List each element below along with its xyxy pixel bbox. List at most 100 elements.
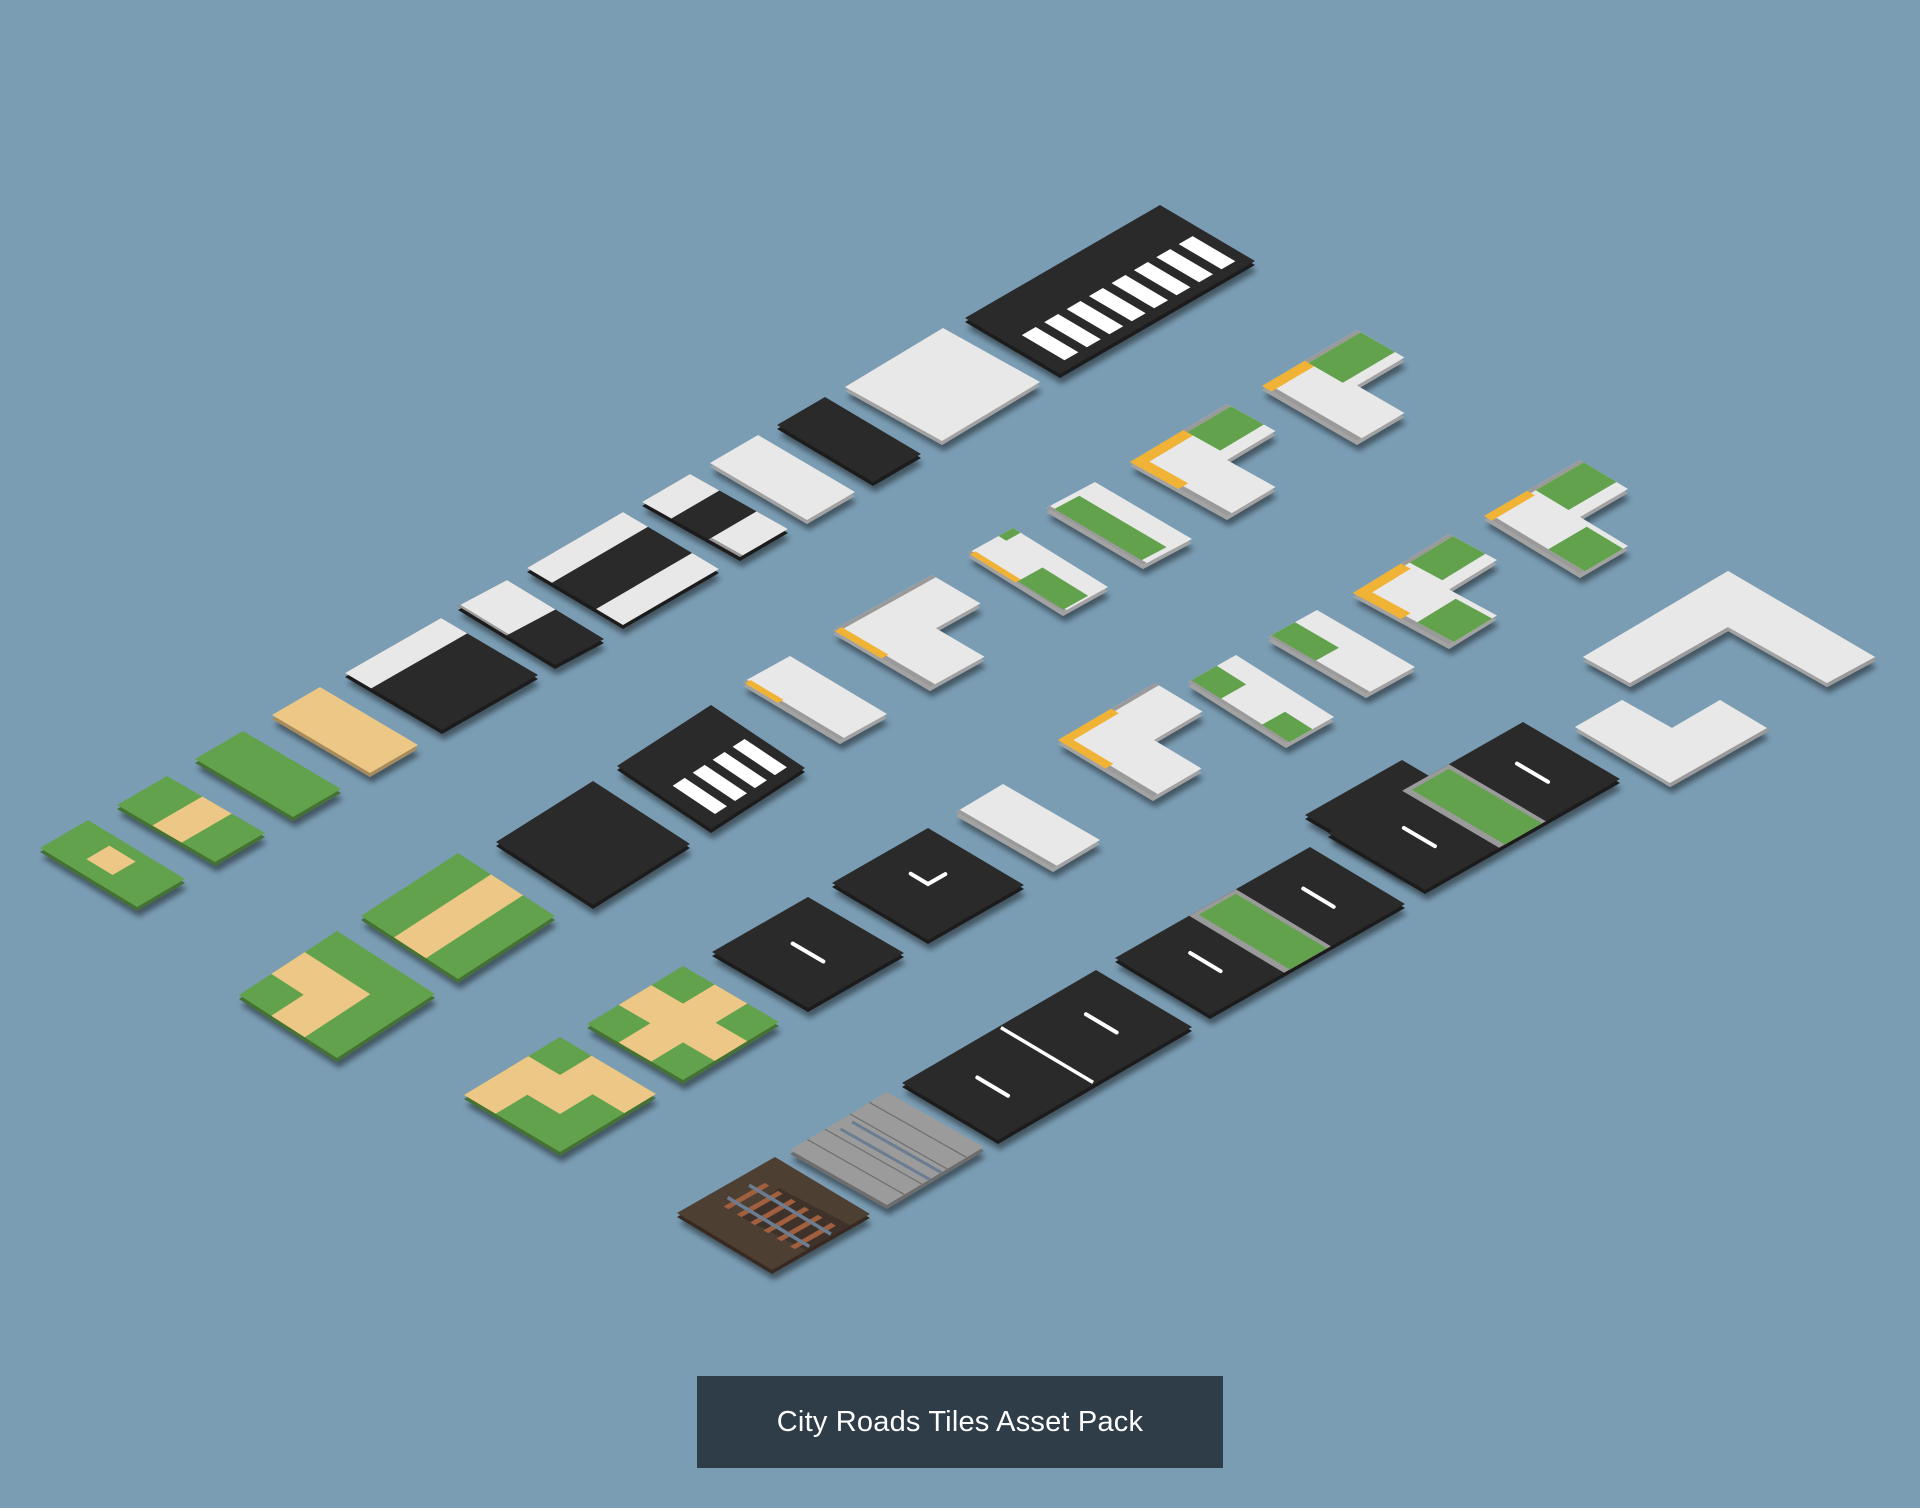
- grass-sand-endcap-tile: [40, 820, 185, 911]
- road-lane-divider-tile: [902, 970, 1192, 1144]
- curb_yellow-region: [1353, 563, 1411, 599]
- lane-divider: [1000, 1026, 1094, 1084]
- sidewalk-grass-patch-tile: [1268, 610, 1415, 698]
- curb-region: [708, 537, 744, 557]
- grass-region: [1535, 462, 1617, 510]
- crosswalk-stripe: [712, 752, 767, 789]
- sand-region: [394, 874, 523, 959]
- grass-region: [1261, 711, 1313, 743]
- sidewalk-region: [642, 474, 720, 519]
- crosswalk-stripe: [1066, 301, 1124, 335]
- sidewalk-road-half-tile: [458, 580, 604, 669]
- sand-region: [618, 984, 748, 1062]
- grass-region: [1191, 665, 1247, 699]
- curb_yellow-region: [1353, 587, 1411, 619]
- rail: [748, 1183, 832, 1236]
- crosswalk-stripe: [672, 777, 727, 814]
- grass-region: [1308, 332, 1395, 383]
- sidewalk-corner-yellow-grass-tile: [1130, 404, 1276, 520]
- curb-region: [1268, 634, 1370, 694]
- rail-crossing-platform-tile: [790, 1092, 984, 1209]
- sand-region: [152, 796, 232, 843]
- sand-tile-small: [272, 687, 418, 777]
- sidewalk-curb-tile: [956, 784, 1100, 872]
- road-median-tile-1: [1115, 847, 1405, 1019]
- lane-dash: [1083, 1012, 1119, 1035]
- grass-region: [1411, 768, 1542, 845]
- curb-region: [1484, 513, 1585, 574]
- curb_yellow-region: [969, 551, 1021, 583]
- curb-region: [956, 809, 1057, 868]
- road-two-sidewalks-tile: [527, 512, 719, 629]
- sidewalk-l-large: [1583, 571, 1876, 687]
- sidewalk-region: [345, 618, 468, 689]
- sidewalk-yellow-corner-tile: [1058, 683, 1203, 801]
- crosswalk-stripe: [1178, 236, 1236, 270]
- sidewalk-tjunction-yellow-grass-tile: [1353, 534, 1497, 649]
- curb_yellow-region: [1058, 708, 1119, 745]
- grass-region: [1417, 598, 1493, 642]
- lane-dash: [1301, 886, 1336, 909]
- curb-region: [1046, 505, 1147, 565]
- curb-region: [1262, 383, 1362, 441]
- curb_yellow-region: [1130, 430, 1193, 468]
- grass-region: [1271, 622, 1339, 661]
- grass-sand-tjunction-tile: [464, 1037, 656, 1156]
- sidewalk-grass-strip-tile: [1046, 482, 1192, 569]
- sidewalk-yellow-grass-tile: [968, 528, 1108, 616]
- rail: [839, 1127, 931, 1181]
- sidewalk-yellow-curb-tile: [743, 656, 887, 744]
- sidewalk-tile-small: [710, 435, 855, 524]
- crosswalk-stripe: [1133, 262, 1191, 296]
- curb-region: [833, 575, 936, 633]
- rail: [726, 1195, 811, 1248]
- sidewalk-tjunction-grass-tile: [1484, 460, 1628, 578]
- grass-region: [1187, 406, 1264, 451]
- road-sidewalk-edge-tile: [345, 618, 538, 734]
- rail: [851, 1120, 943, 1174]
- crosswalk-tile-large: [965, 205, 1255, 378]
- grass-region: [1548, 526, 1624, 572]
- sand-region: [464, 1055, 656, 1114]
- sidewalk-corner-top-tile: [1262, 330, 1405, 445]
- sidewalk-region: [527, 512, 648, 583]
- road-center-dash-tile: [712, 897, 904, 1012]
- grass-region: [1409, 536, 1486, 581]
- grass-sand-cross-tile: [587, 966, 779, 1084]
- sidewalk-tile-large: [845, 328, 1040, 445]
- sidewalk-l-small: [1575, 700, 1769, 787]
- crosswalk-stripe: [1021, 327, 1079, 361]
- rail-track-dirt-tile: [677, 1157, 870, 1274]
- asphalt-tile-small: [777, 397, 921, 486]
- caption-title: City Roads Tiles Asset Pack: [776, 1405, 1144, 1438]
- sidewalk-region: [596, 553, 719, 625]
- curb_yellow-region: [1130, 456, 1189, 489]
- sand-region: [86, 845, 136, 875]
- crosswalk-tile-small: [617, 705, 805, 833]
- crosswalk-stripe: [1089, 288, 1146, 322]
- curb_yellow-region: [1484, 490, 1535, 521]
- curb_yellow-region: [744, 680, 784, 703]
- sidewalk-region: [711, 511, 788, 556]
- sidewalk-road-sidewalk-small-tile: [642, 474, 788, 561]
- sidewalk-two-grass-tile: [1188, 655, 1334, 748]
- curb-region: [458, 604, 510, 636]
- crosswalk-stripe: [1111, 275, 1169, 309]
- lane-dash: [790, 941, 826, 964]
- asphalt-tile: [496, 781, 690, 909]
- lane-dash: [1188, 950, 1223, 974]
- road-median-tile-2: [1328, 722, 1620, 894]
- crosswalk-stripe: [1044, 314, 1101, 348]
- grass-sand-corner-tile: [239, 931, 435, 1062]
- curb_yellow-region: [1058, 735, 1114, 769]
- corner-mark: [908, 871, 948, 887]
- grass-region: [1054, 495, 1167, 561]
- curb_yellow-region: [1262, 360, 1315, 392]
- tiles-layer: [40, 205, 1876, 1274]
- lane-dash: [1401, 825, 1437, 849]
- crosswalk-stripe: [692, 764, 747, 801]
- curb-region: [1188, 679, 1290, 744]
- curb_yellow-region: [834, 627, 889, 659]
- sidewalk-corner-yellow-tile: [833, 575, 985, 691]
